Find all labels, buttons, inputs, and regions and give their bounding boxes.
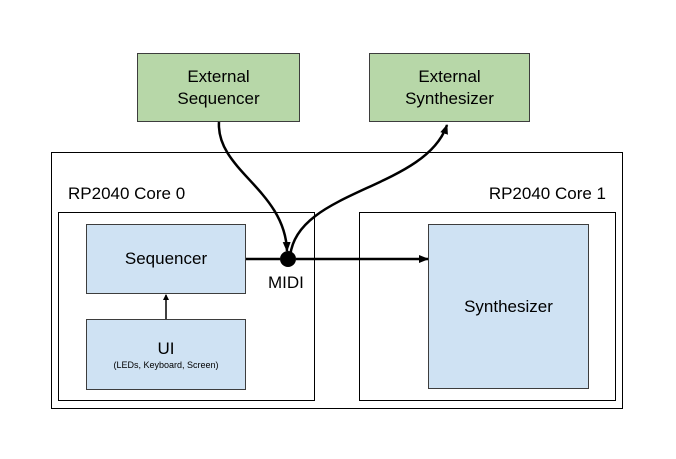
- system-frame: [51, 152, 623, 409]
- midi-to-external-synthesizer-arrow: [288, 124, 449, 259]
- ui-label: UI: [157, 338, 175, 358]
- midi-label: MIDI: [268, 273, 304, 292]
- ui-sublabel: (LEDs, Keyboard, Screen): [113, 359, 219, 370]
- external-sequencer-box: External Sequencer: [137, 53, 300, 122]
- external-synthesizer-line2: Synthesizer: [405, 88, 494, 108]
- core0-region: [58, 212, 315, 401]
- core1-region: [359, 212, 616, 401]
- external-synthesizer-line1: External: [418, 66, 481, 86]
- sequencer-box: Sequencer: [86, 224, 246, 294]
- external-sequencer-line2: Sequencer: [177, 88, 260, 108]
- external-sequencer-line1: External: [187, 66, 250, 86]
- external-sequencer-to-midi-arrow: [217, 121, 291, 252]
- synthesizer-label: Synthesizer: [464, 296, 553, 316]
- core0-label: RP2040 Core 0: [68, 184, 186, 203]
- sequencer-label: Sequencer: [124, 249, 208, 268]
- midi-node: [280, 251, 296, 267]
- ui-box: UI (LEDs, Keyboard, Screen): [86, 319, 246, 390]
- core1-label: RP2040 Core 1: [488, 184, 606, 203]
- synthesizer-box: Synthesizer: [428, 224, 589, 389]
- external-synthesizer-box: External Synthesizer: [369, 53, 530, 122]
